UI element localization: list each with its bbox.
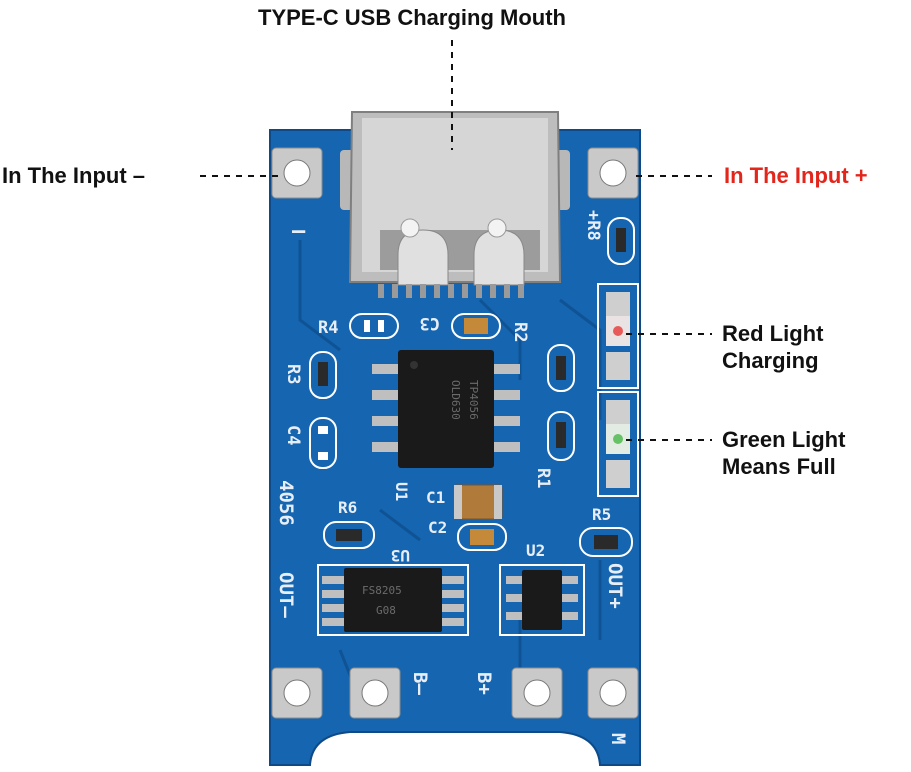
silk-minus: – [292,219,306,244]
green-light-callout-line2: Means Full [722,454,836,479]
silk-plus-r8: +R8 [583,210,603,241]
b-plus-pad [511,667,563,719]
u2-chip [499,564,585,636]
green-led [597,391,639,497]
b-minus-pad [349,667,401,719]
silk-out-plus: OUT+ [604,563,626,609]
silk-r4: R4 [318,318,338,338]
red-light-callout-line1: Red Light [722,321,824,346]
out-minus-pad [271,667,323,719]
r3-resistor [309,351,337,399]
input-plus-callout: In The Input + [724,163,868,188]
usb-c-connector [340,111,570,298]
silk-u3: U3 [391,546,410,565]
r2-resistor [547,344,575,392]
r6-resistor [323,521,375,549]
c4-capacitor [309,417,337,469]
silk-u1: U1 [392,482,411,501]
r5-resistor [579,527,633,557]
u3-chip: FS8205 G08 [317,564,469,636]
usb-charging-callout: TYPE-C USB Charging Mouth [258,5,566,30]
input-minus-pad [271,147,323,199]
silk-out-minus: OUT– [275,572,297,618]
c3-capacitor [451,313,501,339]
c2-capacitor [457,523,507,551]
silk-r2: R2 [510,322,530,342]
r1-resistor [547,411,575,461]
u3-chip-label-2: G08 [376,604,396,617]
main-chip-label-1: TP4056 [467,380,480,420]
silk-r1: R1 [533,468,553,488]
callout-leaders [200,40,712,441]
input-plus-pad [587,147,639,199]
silk-c1: C1 [426,488,445,507]
silk-u2: U2 [526,541,545,560]
silk-model: 4056 [275,480,297,526]
input-minus-callout: In The Input – [2,163,145,188]
silk-c4: C4 [283,425,303,445]
silk-r5: R5 [592,505,611,524]
silk-m: M [607,733,629,744]
silk-b-plus: B+ [473,672,495,695]
main-chip-label-2: OLD630 [449,380,462,420]
r4-resistor [349,313,399,339]
silk-c2: C2 [428,518,447,537]
c1-capacitor [453,484,503,520]
silk-r6: R6 [338,498,357,517]
u3-chip-label-1: FS8205 [362,584,402,597]
silk-r3: R3 [283,364,303,384]
red-light-callout-line2: Charging [722,348,819,373]
silk-c3: C3 [420,313,440,333]
red-led [597,283,639,389]
silk-b-minus: B– [409,672,431,695]
out-plus-pad [587,667,639,719]
tp4056-chip: TP4056 OLD630 [372,350,520,468]
r8-resistor [607,217,635,265]
silkscreen-labels: – +R8 R4 C3 R2 R3 C4 R1 4056 R6 U1 C1 C2… [275,210,629,744]
green-light-callout-line1: Green Light [722,427,846,452]
